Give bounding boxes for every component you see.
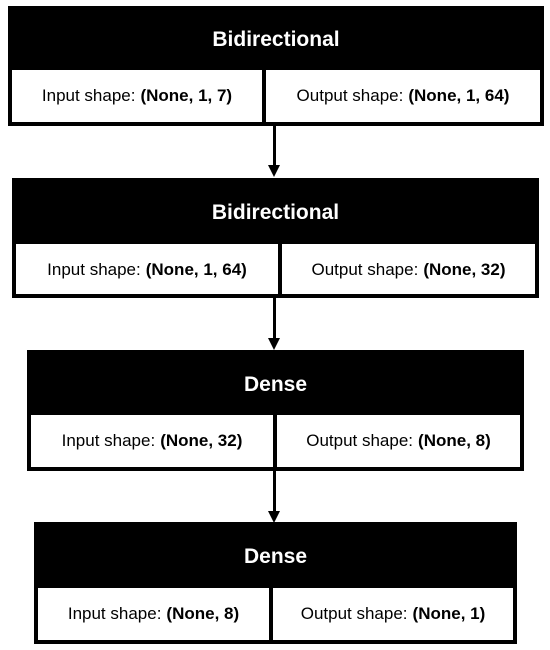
input-shape-value: (None, 1, 64)	[145, 260, 247, 279]
output-shape-cell: Output shape: (None, 1)	[273, 588, 513, 640]
layer-title: Dense	[31, 354, 520, 415]
input-shape-cell: Input shape: (None, 1, 7)	[12, 70, 266, 122]
input-shape-value: (None, 1, 7)	[140, 86, 233, 105]
input-shape-cell: Input shape: (None, 32)	[31, 415, 277, 467]
layer-node-4: Dense Input shape: (None, 8) Output shap…	[34, 522, 517, 644]
input-shape-label: Input shape:	[61, 431, 156, 450]
layer-node-2: Bidirectional Input shape: (None, 1, 64)…	[12, 178, 539, 298]
layer-node-3: Dense Input shape: (None, 32) Output sha…	[27, 350, 524, 471]
layer-shapes-row: Input shape: (None, 1, 64) Output shape:…	[16, 244, 535, 296]
output-shape-value: (None, 1, 64)	[408, 86, 510, 105]
arrow-head-icon	[268, 165, 280, 177]
layer-node-1: Bidirectional Input shape: (None, 1, 7) …	[8, 6, 544, 126]
input-shape-label: Input shape:	[67, 604, 162, 623]
arrow-head-icon	[268, 511, 280, 523]
input-shape-value: (None, 8)	[166, 604, 240, 623]
output-shape-label: Output shape:	[311, 260, 419, 279]
layer-title: Bidirectional	[12, 10, 540, 70]
connector-line	[273, 126, 276, 168]
output-shape-label: Output shape:	[296, 86, 404, 105]
output-shape-label: Output shape:	[300, 604, 408, 623]
input-shape-label: Input shape:	[41, 86, 136, 105]
layer-shapes-row: Input shape: (None, 1, 7) Output shape: …	[12, 70, 540, 122]
output-shape-value: (None, 32)	[423, 260, 506, 279]
input-shape-cell: Input shape: (None, 8)	[38, 588, 273, 640]
input-shape-label: Input shape:	[47, 260, 141, 279]
layer-shapes-row: Input shape: (None, 32) Output shape: (N…	[31, 415, 520, 467]
output-shape-value: (None, 1)	[412, 604, 486, 623]
output-shape-label: Output shape:	[306, 431, 414, 450]
layer-title: Dense	[38, 526, 513, 588]
connector-line	[273, 298, 276, 340]
input-shape-value: (None, 32)	[160, 431, 243, 450]
layer-title: Bidirectional	[16, 182, 535, 244]
connector-line	[273, 471, 276, 513]
output-shape-cell: Output shape: (None, 1, 64)	[266, 70, 540, 122]
output-shape-value: (None, 8)	[418, 431, 491, 450]
input-shape-cell: Input shape: (None, 1, 64)	[16, 244, 282, 296]
output-shape-cell: Output shape: (None, 32)	[282, 244, 535, 296]
arrow-head-icon	[268, 338, 280, 350]
layer-shapes-row: Input shape: (None, 8) Output shape: (No…	[38, 588, 513, 640]
output-shape-cell: Output shape: (None, 8)	[277, 415, 520, 467]
